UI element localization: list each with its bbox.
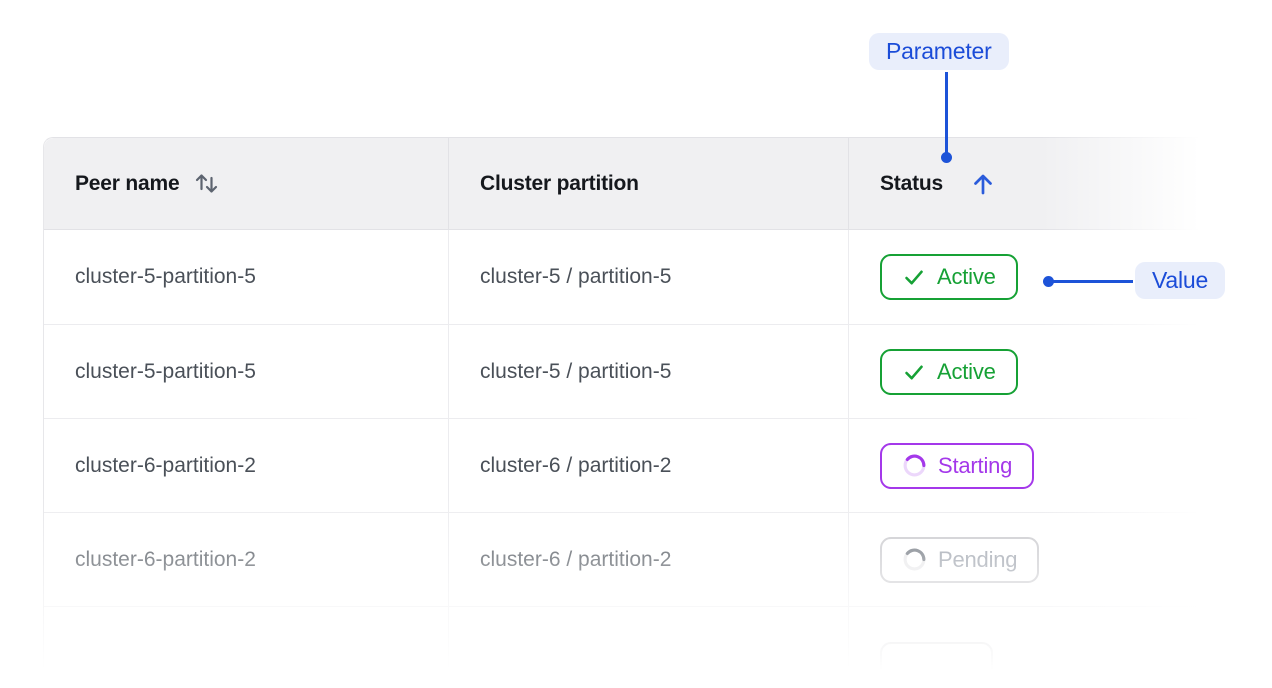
arrow-up-icon[interactable] bbox=[969, 170, 997, 198]
value-annotation-line bbox=[1050, 280, 1133, 283]
check-icon bbox=[905, 365, 923, 379]
cluster-partition-cell: cluster-5 / partition-5 bbox=[448, 325, 848, 418]
column-header-label: Peer name bbox=[75, 171, 180, 195]
cluster-partition-cell bbox=[448, 607, 848, 688]
spinner-icon bbox=[903, 548, 926, 571]
parameter-annotation: Parameter bbox=[869, 33, 1009, 70]
table-row: cluster-5-partition-5 cluster-5 / partit… bbox=[44, 324, 1210, 418]
cluster-partition-cell: cluster-6 / partition-2 bbox=[448, 419, 848, 512]
table-row: cluster-5-partition-5 cluster-5 / partit… bbox=[44, 230, 1210, 324]
status-badge-label: Active bbox=[937, 264, 996, 289]
column-header-label: Cluster partition bbox=[480, 171, 639, 195]
status-cell: Active bbox=[848, 230, 1210, 324]
status-badge: Active bbox=[880, 348, 1018, 395]
peer-name-cell: cluster-5-partition-5 bbox=[75, 265, 256, 288]
sort-up-down-icon[interactable] bbox=[193, 170, 220, 197]
table-row bbox=[44, 606, 1210, 688]
status-cell bbox=[848, 607, 1210, 688]
table-body: cluster-5-partition-5 cluster-5 / partit… bbox=[44, 230, 1210, 688]
cluster-partition-cell: cluster-6 / partition-2 bbox=[448, 513, 848, 606]
column-header-status[interactable]: Status bbox=[848, 138, 1210, 229]
table-header-row: Peer name Cluster partition Status bbox=[44, 138, 1210, 230]
status-badge: Pending bbox=[880, 536, 1040, 583]
status-cell: Pending bbox=[848, 513, 1210, 606]
status-badge-label: Pending bbox=[938, 546, 1018, 572]
peers-table: Peer name Cluster partition Status clust… bbox=[43, 137, 1210, 688]
status-badge: Starting bbox=[880, 442, 1035, 489]
status-badge bbox=[880, 641, 993, 688]
peer-name-cell: cluster-6-partition-2 bbox=[75, 547, 256, 571]
status-badge: Active bbox=[880, 254, 1018, 300]
value-annotation: Value bbox=[1135, 262, 1226, 299]
status-badge-label: Starting bbox=[938, 452, 1013, 478]
column-header-peer-name[interactable]: Peer name bbox=[44, 138, 448, 229]
value-annotation-pill: Value bbox=[1135, 262, 1226, 299]
parameter-annotation-line bbox=[945, 72, 948, 155]
cluster-partition-cell: cluster-5 / partition-5 bbox=[448, 230, 848, 324]
check-icon bbox=[905, 270, 923, 285]
parameter-annotation-dot bbox=[941, 152, 952, 163]
table-row: cluster-6-partition-2 cluster-6 / partit… bbox=[44, 418, 1210, 512]
column-header-cluster-partition: Cluster partition bbox=[448, 138, 848, 229]
peer-name-cell: cluster-5-partition-5 bbox=[75, 359, 256, 383]
peer-name-cell: cluster-6-partition-2 bbox=[75, 453, 256, 477]
peer-name-cell bbox=[44, 607, 448, 688]
column-header-label: Status bbox=[880, 171, 943, 195]
status-cell: Active bbox=[848, 325, 1210, 418]
table-row: cluster-6-partition-2 cluster-6 / partit… bbox=[44, 512, 1210, 606]
parameter-annotation-pill: Parameter bbox=[869, 33, 1009, 70]
status-cell: Starting bbox=[848, 419, 1210, 512]
status-badge-label: Active bbox=[937, 358, 996, 384]
spinner-icon bbox=[903, 454, 926, 477]
